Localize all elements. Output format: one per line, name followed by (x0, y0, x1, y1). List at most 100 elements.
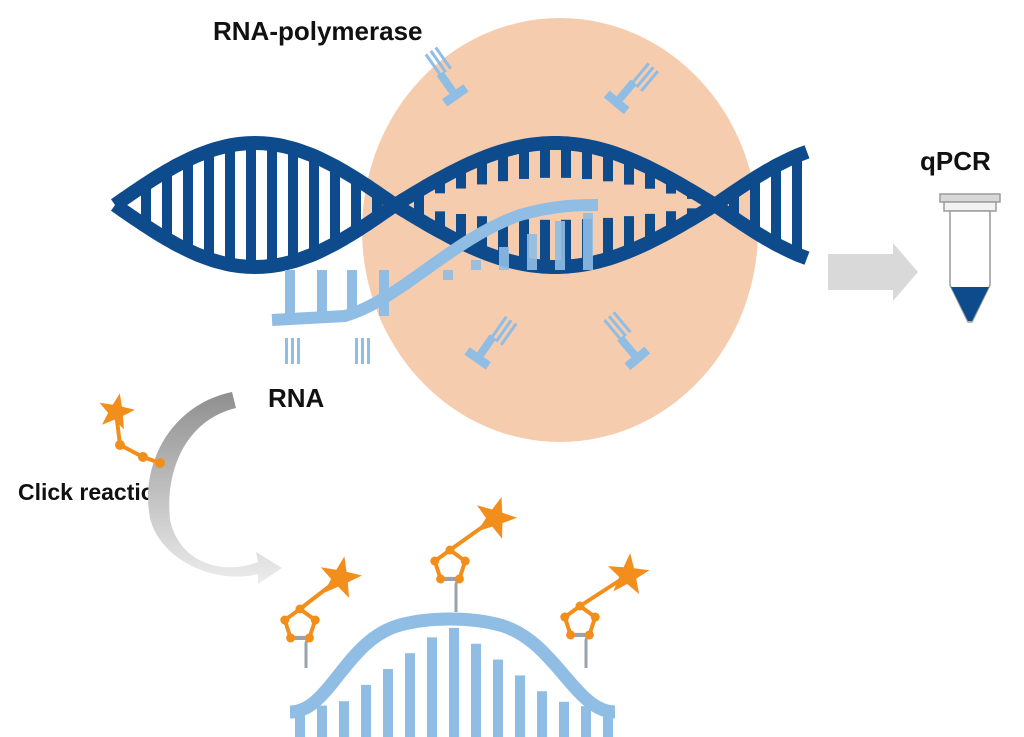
nucleotide-icon (603, 311, 651, 371)
dna-base (729, 191, 739, 219)
dna-base (603, 151, 613, 182)
probe-atom (115, 440, 125, 450)
rna-base (295, 710, 305, 737)
dna-base (204, 151, 214, 259)
test-tube-icon (939, 193, 1001, 323)
dna-strand-bottom (110, 136, 810, 275)
dna-base (141, 183, 151, 227)
dna-base (372, 192, 382, 218)
rna-base (559, 701, 569, 737)
dna-base (498, 150, 508, 182)
dna-base (666, 211, 676, 231)
rna-base (603, 710, 613, 737)
rna-base (317, 705, 327, 737)
rna-tail-tick (297, 338, 300, 364)
dna-base (750, 178, 760, 232)
dna-base (603, 217, 613, 259)
rna-base (361, 684, 371, 737)
dna-base (267, 144, 277, 266)
rna-tail-ticks (285, 338, 370, 364)
dna-base (540, 143, 550, 178)
dna-base (519, 145, 529, 179)
rna-base (317, 270, 327, 316)
rna-base (427, 637, 437, 737)
dna-base (435, 211, 445, 232)
arrow-to-qpcr (828, 243, 918, 301)
rna-base (347, 270, 357, 316)
reagent-chain (115, 419, 161, 465)
rna-tail-tick (367, 338, 370, 364)
rna-base (285, 270, 295, 316)
dna-base (582, 146, 592, 180)
star-probe-icon (320, 556, 362, 598)
dna-base (540, 219, 550, 267)
click-reagent-probe (99, 393, 165, 468)
dna-base (456, 213, 466, 243)
tube-liquid (951, 287, 989, 321)
qpcr-label: qPCR (920, 146, 991, 176)
rna-base (583, 213, 593, 270)
dna-base (561, 219, 571, 267)
nucleotide-icon (424, 46, 469, 107)
labeled-rna-backbone (289, 612, 616, 719)
dna-base (183, 159, 193, 251)
attached-probes (280, 497, 650, 668)
dna-base (624, 158, 634, 185)
dna-base (225, 145, 235, 265)
rna-base (443, 270, 453, 280)
nascent-rna-strand (271, 199, 599, 364)
dna-base (330, 166, 340, 244)
dna-base (414, 190, 424, 220)
rna-tail-tick (355, 338, 358, 364)
rna-polymerase-label: RNA-polymerase (213, 16, 423, 46)
rna-base (537, 691, 547, 737)
attached-probe (430, 497, 517, 612)
dna-base (792, 155, 802, 255)
rna-base (405, 653, 415, 737)
rna-tail-tick (285, 338, 288, 364)
click-reaction-arrow (148, 392, 282, 584)
dna-base (498, 217, 508, 260)
dna-base (624, 216, 634, 252)
click-reaction-label: Click reaction (18, 479, 169, 505)
rna-base (581, 706, 591, 737)
rna-backbone (271, 199, 599, 326)
rna-base (527, 234, 537, 270)
star-probe-icon (607, 553, 650, 594)
attached-probe (560, 553, 650, 668)
rna-base (379, 270, 389, 316)
probe-atom (138, 452, 148, 462)
rna-label: RNA (268, 383, 325, 413)
dna-base (351, 178, 361, 232)
dna-base (456, 167, 466, 189)
rna-base (471, 643, 481, 737)
nucleotide-icons (424, 46, 660, 371)
dna-base (288, 148, 298, 262)
labeled-rna (280, 497, 650, 737)
dna-base (519, 219, 529, 265)
rna-base (515, 675, 525, 737)
dna-base (309, 156, 319, 254)
attached-probe (280, 556, 362, 668)
rna-rungs (285, 213, 593, 316)
rna-base (471, 260, 481, 270)
dna-base (645, 213, 655, 242)
rna-base (449, 627, 459, 737)
probe-atom (155, 458, 165, 468)
rna-base (493, 659, 503, 737)
nucleotide-icon (603, 62, 660, 115)
rna-tail-tick (291, 338, 294, 364)
dna-base (561, 143, 571, 178)
rna-tail-tick (361, 338, 364, 364)
nucleotide-icon (464, 315, 518, 370)
rna-base (383, 669, 393, 737)
dna-base (477, 158, 487, 185)
star-probe-icon (477, 497, 517, 539)
dna-base (162, 170, 172, 240)
labeled-rna-rungs (295, 627, 613, 737)
dna-base (771, 165, 781, 245)
dna-base (246, 143, 256, 267)
rna-base (499, 247, 509, 270)
dna-base (645, 168, 655, 189)
